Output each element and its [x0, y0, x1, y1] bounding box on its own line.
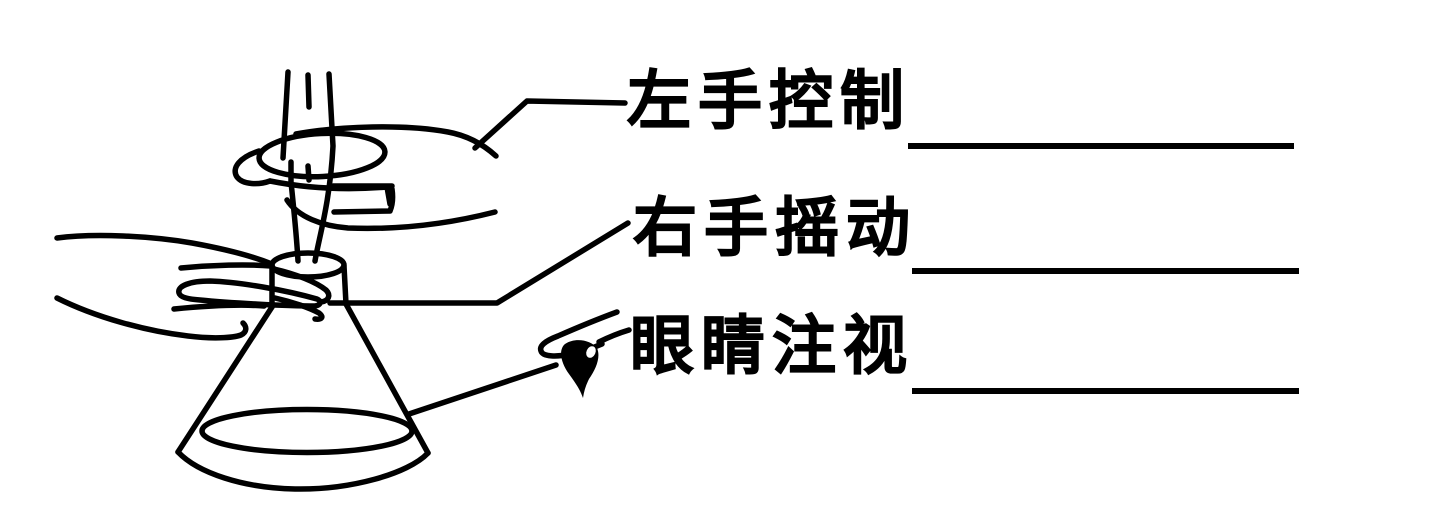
label-right-hand: 右手摇动 [633, 193, 917, 264]
liquid-surface [199, 406, 415, 456]
burette-tube [280, 69, 336, 264]
answer-blank-eyes [912, 388, 1299, 394]
right-hand [54, 232, 332, 341]
label-left-hand: 左手控制 [627, 66, 911, 137]
conical-flask [175, 250, 431, 492]
answer-blank-right-hand [912, 268, 1299, 274]
leader-eyes [406, 362, 559, 417]
leader-lines [327, 98, 631, 417]
leader-right-hand [327, 220, 631, 306]
label-eyes: 眼睛注视 [630, 311, 914, 382]
leader-left-hand [472, 98, 628, 151]
eye-icon [537, 309, 632, 398]
answer-blank-left-hand [908, 143, 1294, 149]
left-hand [232, 124, 499, 232]
